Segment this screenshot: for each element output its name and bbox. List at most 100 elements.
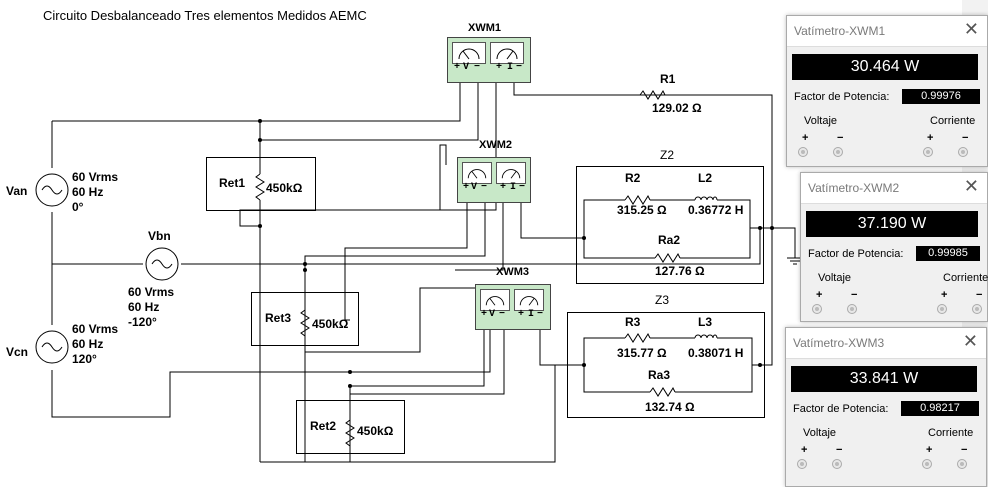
l3-label: L3 <box>698 315 713 329</box>
voltmeter-dial-icon <box>480 289 510 311</box>
ret2-box[interactable] <box>296 400 405 454</box>
van-voltage: 60 Vrms <box>72 170 119 184</box>
pin-label: + <box>463 182 470 193</box>
r3-label: R3 <box>625 315 641 329</box>
power-factor-label: Factor de Potencia: <box>794 91 890 103</box>
power-display: 37.190 W <box>806 211 978 237</box>
vcn-freq: 60 Hz <box>72 337 104 351</box>
ret2-value: 450kΩ <box>357 424 394 438</box>
xwm3-label: XWM3 <box>496 266 529 278</box>
pin-label: V <box>463 62 470 73</box>
resistor-icon <box>255 89 681 447</box>
current-label: Corriente <box>930 115 976 127</box>
voltage-plus-label: + <box>802 132 809 144</box>
window-titlebar[interactable]: Vatímetro-XWM3 ✕ <box>786 328 986 359</box>
window-title: Vatímetro-XWM3 <box>793 336 885 350</box>
window-titlebar[interactable]: Vatímetro-XWM1 ✕ <box>787 16 987 47</box>
ra2-value: 127.76 Ω <box>655 264 705 278</box>
l2-label: L2 <box>698 171 713 185</box>
current-plus-label: + <box>927 132 934 144</box>
pin-label: V <box>471 182 478 193</box>
power-factor-value: 0.99976 <box>902 89 980 104</box>
ret1-box[interactable] <box>206 157 316 211</box>
xwm3-meter[interactable]: +V− +I− <box>475 284 551 330</box>
window-title: Vatímetro-XWM1 <box>794 24 886 38</box>
close-icon[interactable]: ✕ <box>963 19 979 39</box>
xwm1-label: XWM1 <box>468 22 501 34</box>
xwm2-label: XWM2 <box>479 139 512 151</box>
ammeter-dial-icon <box>490 42 524 64</box>
voltage-plus-terminal[interactable] <box>797 459 807 469</box>
r3-value: 315.77 Ω <box>617 346 667 360</box>
current-minus-label: − <box>976 289 983 301</box>
current-plus-terminal[interactable] <box>923 147 933 157</box>
current-minus-terminal[interactable] <box>972 304 982 314</box>
ret3-label: Ret3 <box>265 311 292 325</box>
current-minus-label: − <box>961 444 968 456</box>
wattmeter-window-xwm2[interactable]: Vatímetro-XWM2 ✕ 37.190 W Factor de Pote… <box>800 172 988 322</box>
ammeter-dial-icon <box>496 162 526 184</box>
current-plus-terminal[interactable] <box>937 304 947 314</box>
close-icon[interactable]: ✕ <box>962 331 978 351</box>
ret3-box[interactable] <box>251 292 359 346</box>
voltage-minus-terminal[interactable] <box>833 147 843 157</box>
current-minus-terminal[interactable] <box>958 147 968 157</box>
current-plus-label: + <box>926 444 933 456</box>
z2-label: Z2 <box>660 148 675 162</box>
close-icon[interactable]: ✕ <box>963 176 979 196</box>
xwm1-meter[interactable]: +V− +I− <box>447 37 531 83</box>
voltage-minus-terminal[interactable] <box>847 304 857 314</box>
vbn-phase: -120° <box>128 315 157 329</box>
current-label: Corriente <box>928 427 974 439</box>
pin-label: + <box>500 182 507 193</box>
voltage-label: Voltaje <box>803 427 837 439</box>
pin-label: + <box>518 309 525 320</box>
voltage-minus-terminal[interactable] <box>832 459 842 469</box>
junctions <box>258 119 774 388</box>
wattmeter-window-xwm1[interactable]: Vatímetro-XWM1 ✕ 30.464 W Factor de Pote… <box>786 15 988 167</box>
power-factor-label: Factor de Potencia: <box>808 248 904 260</box>
r1-label: R1 <box>660 72 676 86</box>
voltage-plus-terminal[interactable] <box>798 147 808 157</box>
pin-label: − <box>519 182 526 193</box>
ammeter-dial-icon <box>514 289 544 311</box>
z3-box[interactable] <box>567 312 765 418</box>
pin-label: − <box>537 309 544 320</box>
pin-label: + <box>454 62 461 73</box>
pin-label: I <box>507 62 514 73</box>
power-factor-value: 0.98217 <box>901 401 979 416</box>
current-plus-label: + <box>941 289 948 301</box>
van-phase: 0° <box>72 200 84 214</box>
z2-box[interactable] <box>576 166 764 284</box>
pin-label: V <box>489 309 496 320</box>
wattmeter-window-xwm3[interactable]: Vatímetro-XWM3 ✕ 33.841 W Factor de Pote… <box>785 327 987 487</box>
van-freq: 60 Hz <box>72 185 104 199</box>
current-minus-terminal[interactable] <box>957 459 967 469</box>
voltage-label: Voltaje <box>804 115 838 127</box>
vbn-voltage: 60 Vrms <box>128 285 175 299</box>
vcn-label: Vcn <box>6 345 29 359</box>
pin-label: + <box>496 62 503 73</box>
current-plus-terminal[interactable] <box>922 459 932 469</box>
vbn-freq: 60 Hz <box>128 300 160 314</box>
power-display: 33.841 W <box>791 366 977 392</box>
xwm2-meter[interactable]: +V− +I− <box>457 157 531 203</box>
pin-label: − <box>499 309 506 320</box>
current-label: Corriente <box>943 272 988 284</box>
ret3-value: 450kΩ <box>312 317 349 331</box>
ret2-label: Ret2 <box>310 419 337 433</box>
z3-label: Z3 <box>655 293 670 307</box>
window-titlebar[interactable]: Vatímetro-XWM2 ✕ <box>801 173 987 204</box>
voltage-minus-label: − <box>851 289 858 301</box>
power-factor-label: Factor de Potencia: <box>793 403 889 415</box>
pin-label: − <box>481 182 488 193</box>
voltage-plus-terminal[interactable] <box>812 304 822 314</box>
r1-value: 129.02 Ω <box>652 101 702 115</box>
voltage-label: Voltaje <box>818 272 852 284</box>
van-label: Van <box>6 184 28 198</box>
voltmeter-dial-icon <box>452 42 486 64</box>
r2-value: 315.25 Ω <box>617 203 667 217</box>
voltage-plus-label: + <box>816 289 823 301</box>
pin-label: − <box>474 62 481 73</box>
